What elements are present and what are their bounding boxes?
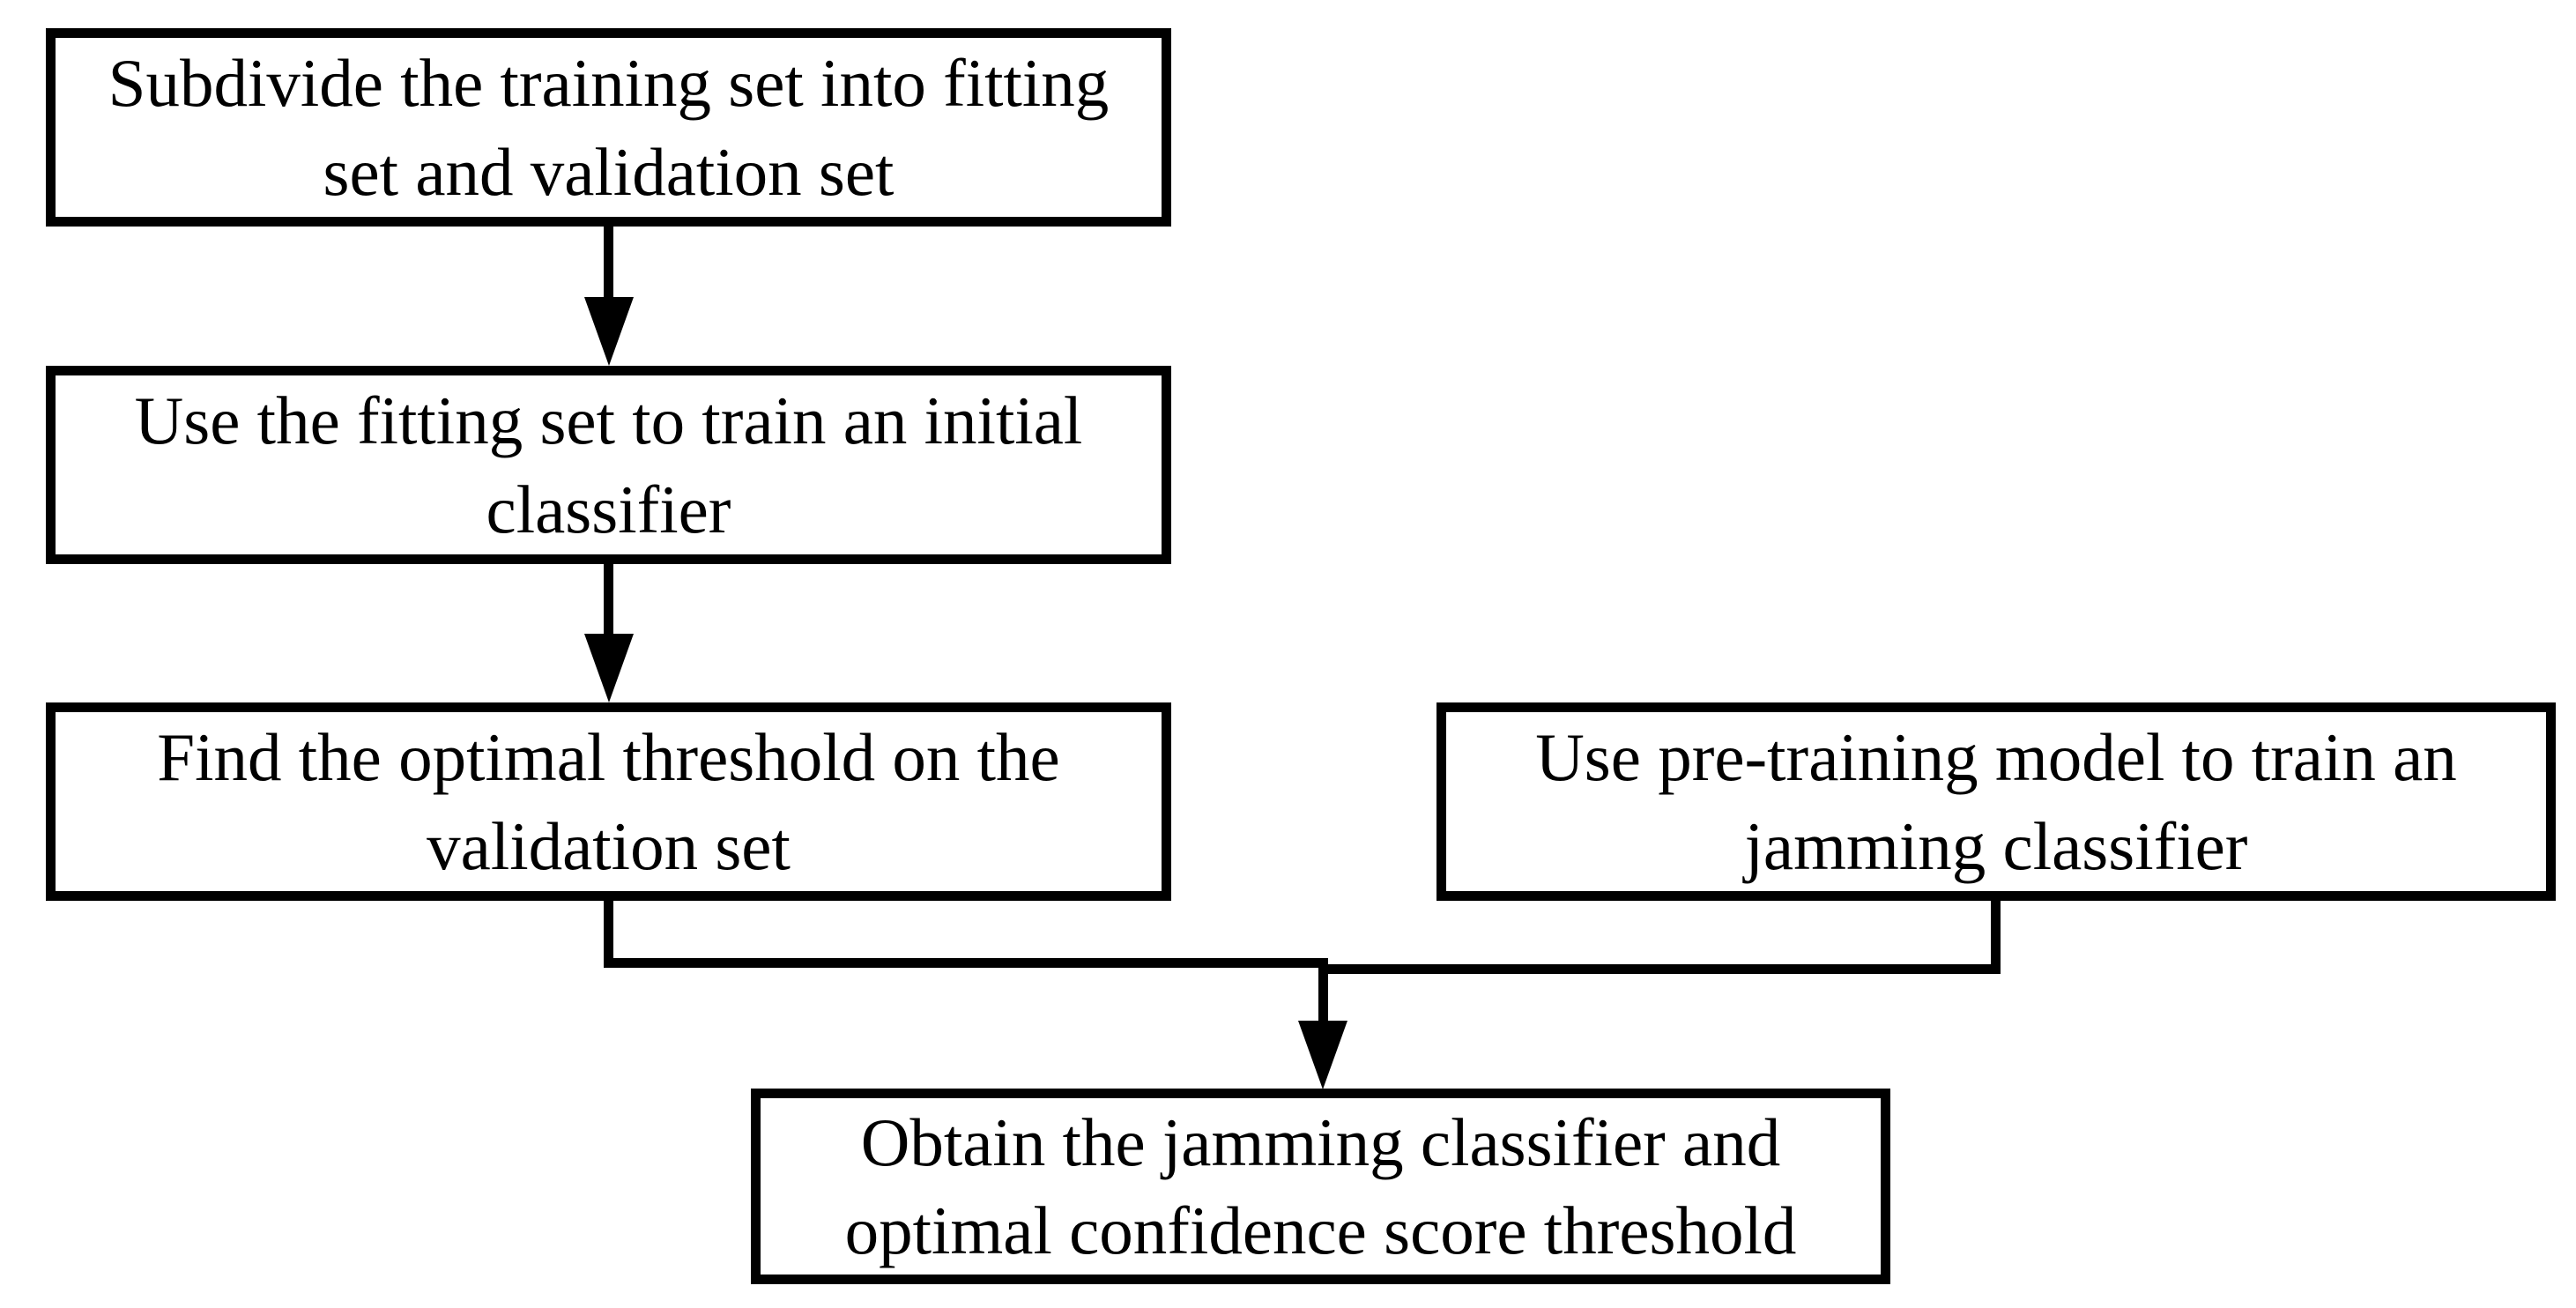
connector-1-line bbox=[604, 227, 613, 299]
arrow-down-icon bbox=[1298, 1021, 1347, 1089]
elbow-right-vertical-line bbox=[1991, 899, 2001, 974]
arrow-down-icon bbox=[584, 634, 634, 702]
flow-box-label: Obtain the jamming classifier and optima… bbox=[844, 1104, 1797, 1268]
flow-box-subdivide-training-set: Subdivide the training set into fitting … bbox=[46, 28, 1171, 227]
elbow-left-vertical-line bbox=[604, 899, 613, 968]
merge-connector-line bbox=[1318, 958, 1328, 1024]
elbow-left-horizontal-line bbox=[604, 958, 1328, 968]
flow-box-find-optimal-threshold: Find the optimal threshold on the valida… bbox=[46, 702, 1171, 901]
flow-box-label: Use the fitting set to train an initial … bbox=[134, 383, 1083, 547]
flow-box-obtain-classifier-and-threshold: Obtain the jamming classifier and optima… bbox=[751, 1089, 1890, 1284]
flow-box-train-initial-classifier: Use the fitting set to train an initial … bbox=[46, 366, 1171, 564]
connector-2-line bbox=[604, 564, 613, 636]
elbow-right-horizontal-line bbox=[1318, 964, 2001, 974]
flow-box-label: Subdivide the training set into fitting … bbox=[108, 45, 1110, 210]
flow-box-label: Use pre-training model to train an jammi… bbox=[1535, 719, 2457, 884]
arrow-down-icon bbox=[584, 297, 634, 366]
flow-box-label: Find the optimal threshold on the valida… bbox=[157, 719, 1060, 884]
flow-box-pretraining-jamming-classifier: Use pre-training model to train an jammi… bbox=[1436, 702, 2556, 901]
